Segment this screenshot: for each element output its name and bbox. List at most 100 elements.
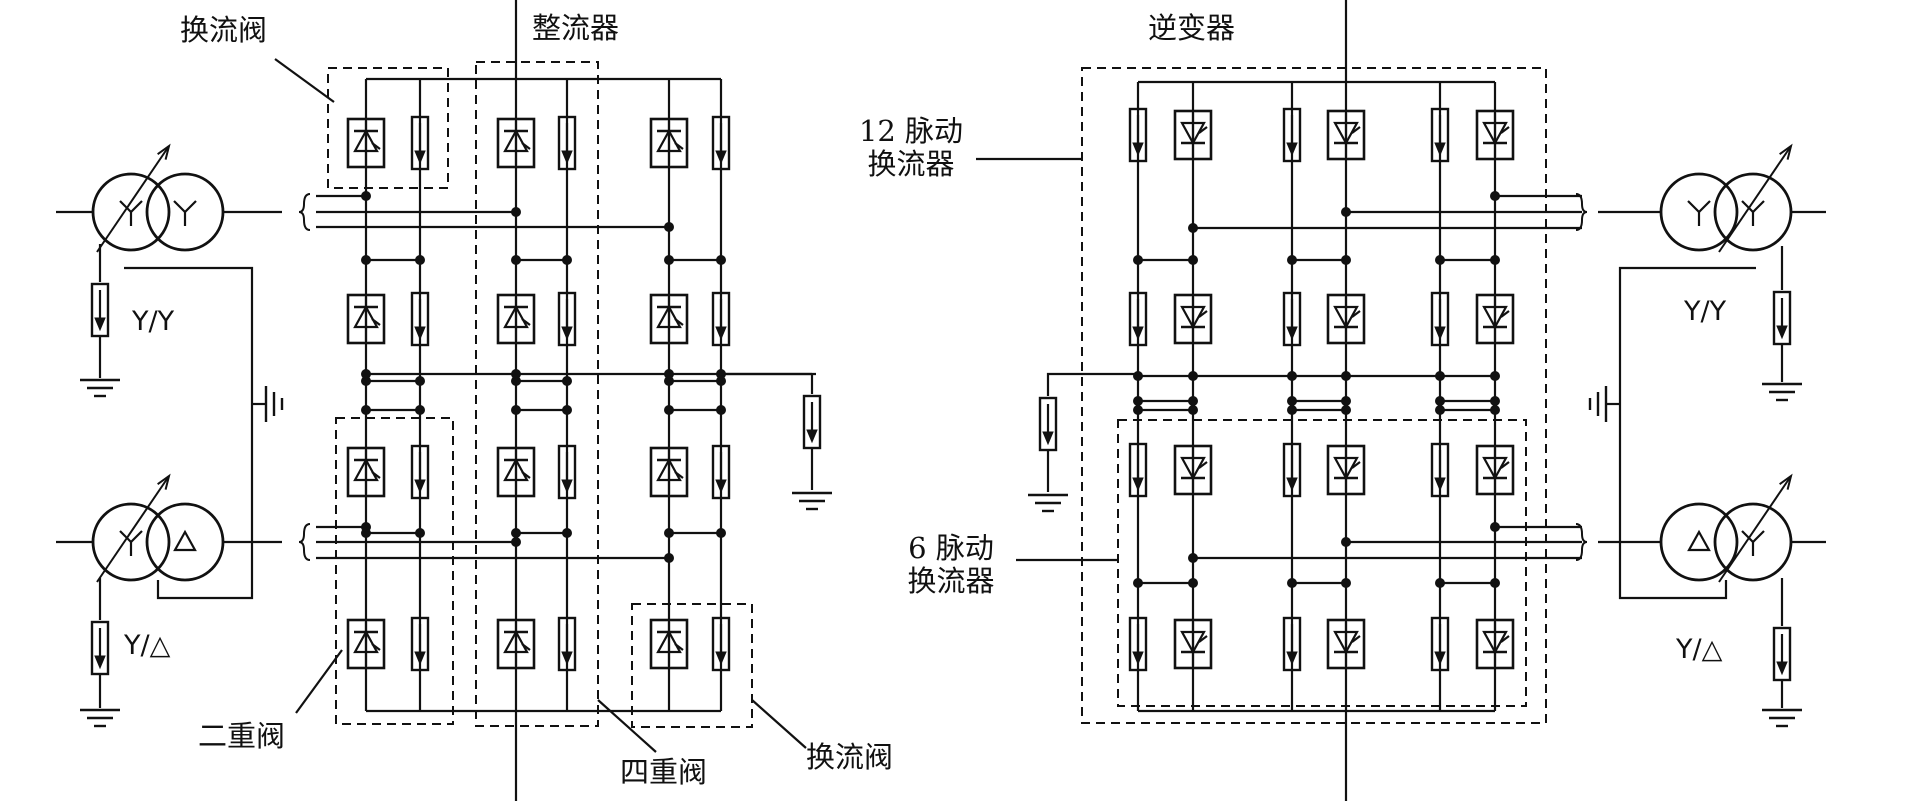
arrester-box [1282, 442, 1302, 498]
junction-dot [1188, 578, 1198, 588]
thyristor-valve [346, 293, 386, 345]
star-winding-symbol [1741, 200, 1765, 226]
thyristor-gate [674, 643, 684, 651]
star-winding-symbol [173, 200, 197, 226]
thyristor-valve [496, 293, 536, 345]
bus-brace [1575, 193, 1588, 231]
junction-dot [664, 222, 674, 232]
thyristor-valve [346, 446, 386, 498]
thyristor-valve [1475, 444, 1515, 496]
junction-dot [716, 255, 726, 265]
thyristor-gate [1351, 635, 1361, 643]
thyristor-gate [371, 471, 381, 479]
surge-arrester [1282, 291, 1302, 347]
thyristor-box [1475, 618, 1515, 670]
thyristor-box [496, 293, 536, 345]
surge-arrester [1128, 442, 1148, 498]
thyristor-box [1475, 109, 1515, 161]
surge-arrester [410, 444, 430, 500]
junction-dot [361, 522, 371, 532]
junction-dot [716, 528, 726, 538]
arrester-arrow-head [1042, 431, 1054, 446]
arrester-arrow-head [1132, 477, 1144, 492]
thyristor-box [1326, 109, 1366, 161]
junction-dot [1490, 255, 1500, 265]
thyristor-box [1475, 293, 1515, 345]
arrester-arrow-head [1776, 325, 1788, 340]
junction-dot [562, 376, 572, 386]
arrester-box [1128, 291, 1148, 347]
thyristor-gate [521, 142, 531, 150]
arrester-box [557, 444, 577, 500]
leader-line [274, 58, 335, 103]
thyristor-box [1326, 618, 1366, 670]
surge-arrester [1430, 291, 1450, 347]
junction-dot [562, 528, 572, 538]
thyristor-gate [521, 643, 531, 651]
junction-dot [415, 528, 425, 538]
arrester-box [557, 616, 577, 672]
junction-dot [1133, 396, 1143, 406]
arrester-box [1430, 442, 1450, 498]
quad-valve-box [475, 61, 599, 727]
junction-dot [361, 369, 371, 379]
arrester-box [1282, 291, 1302, 347]
junction-dot [1133, 405, 1143, 415]
thyristor-box [1173, 618, 1213, 670]
thyristor-valve [649, 293, 689, 345]
thyristor-gate [371, 142, 381, 150]
arrester-arrow-head [1132, 651, 1144, 666]
arrester-arrow-head [561, 479, 573, 494]
star-winding-symbol [119, 530, 143, 556]
star-winding-symbol [1687, 200, 1711, 226]
valve-box-top [327, 67, 449, 189]
converter-transformer [91, 473, 225, 583]
ground-symbol [80, 378, 120, 398]
arrester-arrow-head [1286, 477, 1298, 492]
yy-label-left: Y/Y [132, 306, 175, 337]
arrester-box [1282, 107, 1302, 163]
surge-arrester [557, 444, 577, 500]
junction-dot [511, 376, 521, 386]
arrester-arrow-head [94, 317, 106, 332]
surge-arrester [1128, 616, 1148, 672]
tap-arrow-head [1779, 143, 1793, 160]
junction-dot [1188, 255, 1198, 265]
thyristor-gate [371, 318, 381, 326]
thyristor-box [649, 446, 689, 498]
surge-arrester [1038, 396, 1058, 452]
tap-arrow-head [157, 143, 171, 160]
thyristor-box [496, 618, 536, 670]
transformer-winding [1659, 502, 1739, 582]
arrester-box [711, 115, 731, 171]
yd-label-left: Y/△ [124, 630, 171, 661]
arrester-arrow-head [414, 326, 426, 341]
arrester-arrow-head [414, 651, 426, 666]
arrester-box [410, 115, 430, 171]
thyristor-box [346, 117, 386, 169]
thyristor-valve [1475, 109, 1515, 161]
arrester-arrow-head [414, 479, 426, 494]
arrester-arrow-head [715, 150, 727, 165]
converter-valve-label-bottom: 换流阀 [806, 740, 894, 774]
star-winding-symbol [1741, 530, 1765, 556]
star-leg [1741, 200, 1754, 213]
star-leg [184, 200, 197, 213]
arrester-arrow-head [1434, 477, 1446, 492]
inverter-label: 逆变器 [1148, 11, 1236, 45]
bus-brace [298, 523, 311, 561]
double-valve-box [335, 417, 454, 725]
surge-arrester [1282, 616, 1302, 672]
thyristor-valve [496, 618, 536, 670]
thyristor-gate [1198, 310, 1208, 318]
converter-transformer [1659, 143, 1793, 253]
junction-dot [1435, 405, 1445, 415]
junction-dot [1435, 371, 1445, 381]
six-pulse-label: 6 脉动 换流器 [896, 531, 1006, 599]
arrester-box [1430, 616, 1450, 672]
thyristor-gate [1198, 126, 1208, 134]
thyristor-valve [649, 117, 689, 169]
thyristor-gate [674, 142, 684, 150]
surge-arrester [1772, 626, 1792, 682]
junction-dot [562, 255, 572, 265]
